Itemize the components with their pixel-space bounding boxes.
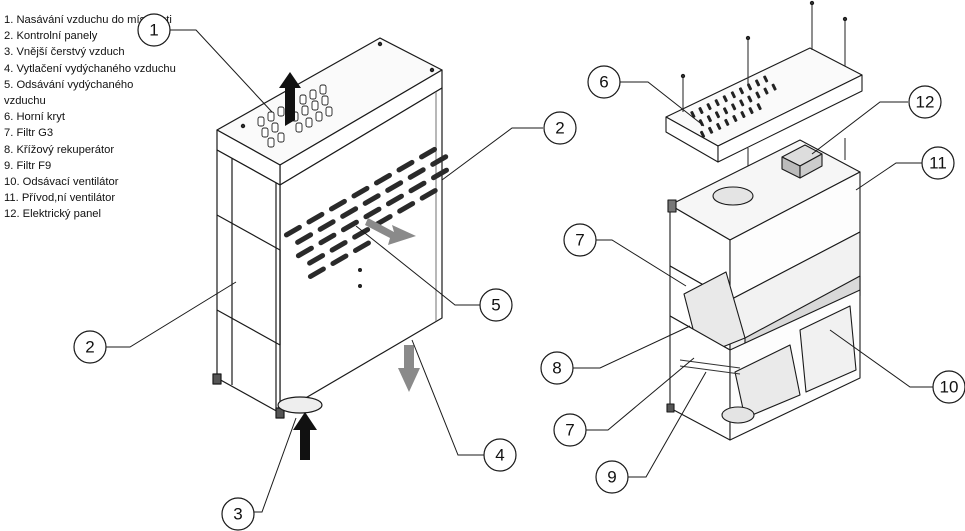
svg-text:2: 2: [555, 119, 564, 138]
svg-text:8: 8: [552, 359, 561, 378]
callout-9: 9: [595, 460, 629, 494]
svg-text:4: 4: [495, 446, 504, 465]
callout-1: 1: [137, 13, 171, 47]
svg-text:7: 7: [575, 231, 584, 250]
legend: 1. Nasávání vzduchu do místnosti 2. Kont…: [4, 12, 176, 223]
legend-item: 5. Odsávání vydýchaného vzduchu: [4, 78, 134, 108]
airflow-arrows: [279, 72, 420, 460]
legend-item: 4. Vytlačení vydýchaného vzduchu: [4, 62, 176, 75]
callout-3: 3: [221, 497, 255, 531]
svg-text:2: 2: [85, 338, 94, 357]
svg-text:12: 12: [916, 93, 935, 112]
callout-4: 4: [483, 438, 517, 472]
callout-2-right: 2: [543, 111, 577, 145]
svg-text:3: 3: [233, 505, 242, 524]
callout-6: 6: [587, 65, 621, 99]
legend-item: 9. Filtr F9: [4, 159, 52, 172]
legend-item: 3. Vnější čerstvý vzduch: [4, 46, 125, 59]
svg-text:5: 5: [491, 296, 500, 315]
svg-text:10: 10: [940, 378, 959, 397]
legend-item: 12. Elektrický panel: [4, 208, 102, 221]
exploded-unit: [665, 0, 863, 441]
legend-item: 8. Křížový rekuperátor: [4, 143, 115, 156]
svg-text:9: 9: [607, 468, 616, 487]
svg-text:1: 1: [149, 21, 158, 40]
svg-text:6: 6: [599, 73, 608, 92]
callout-7-top: 7: [563, 223, 597, 257]
callout-10: 10: [932, 370, 965, 404]
callout-8: 8: [540, 351, 574, 385]
fresh-air-arrow-up: [293, 412, 317, 460]
legend-item: 10. Odsávací ventilátor: [4, 176, 119, 189]
exhaust-air-arrow-in: [365, 218, 416, 245]
callout-11: 11: [921, 146, 955, 180]
callout-2-left: 2: [73, 330, 107, 364]
legend-item: 2. Kontrolní panely: [4, 30, 98, 43]
svg-text:7: 7: [565, 421, 574, 440]
legend-item: 6. Horní kryt: [4, 111, 65, 124]
supply-air-arrow-up: [279, 72, 301, 126]
legend-item: 11. Přívod,ní ventilátor: [4, 192, 116, 205]
svg-text:11: 11: [929, 154, 947, 173]
callout-12: 12: [908, 85, 942, 119]
top-cover-vents: [690, 75, 777, 138]
discharge-air-arrow-down: [398, 345, 420, 392]
exhaust-air-grille: [283, 146, 450, 279]
legend-item: 7. Filtr G3: [4, 127, 54, 140]
callout-7-bottom: 7: [553, 413, 587, 447]
legend-item: 1. Nasávání vzduchu do místnosti: [4, 14, 172, 26]
callout-5: 5: [479, 288, 513, 322]
